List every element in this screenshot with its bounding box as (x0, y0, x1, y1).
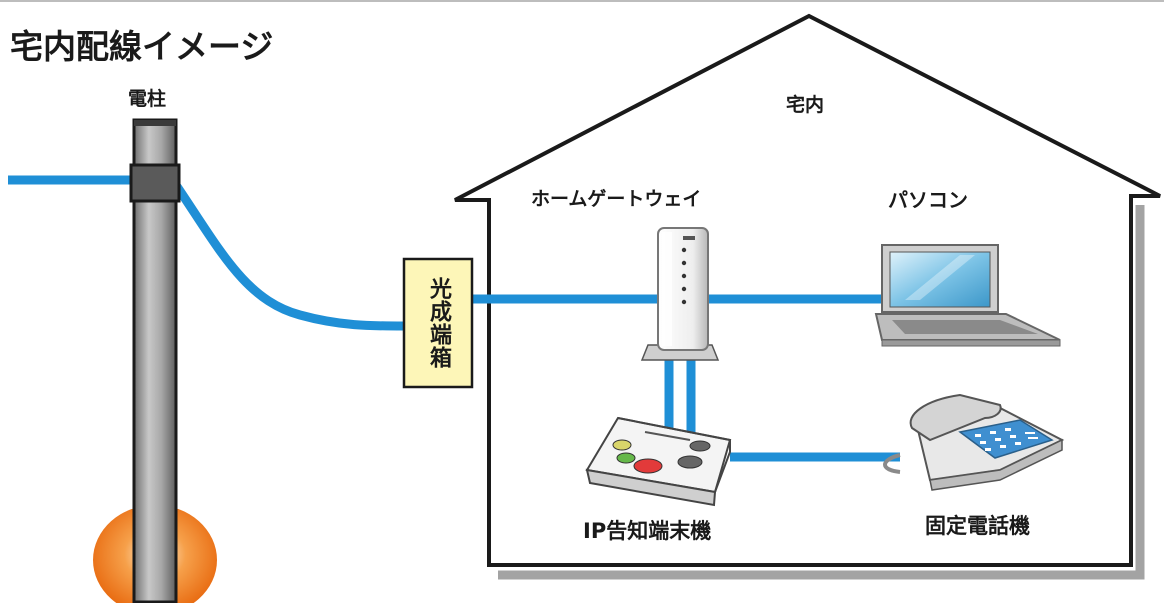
pole-label: 電柱 (128, 88, 167, 110)
house-label: 宅内 (786, 94, 825, 116)
landline-telephone-icon (883, 393, 1065, 491)
cables (8, 175, 900, 462)
optical-box-label-wrap: 光成端箱 (404, 259, 472, 387)
ip-terminal-label: IP告知端末機 (583, 519, 712, 543)
home-gateway-router-icon (640, 227, 720, 361)
utility-pole-icon (129, 118, 181, 603)
pole-band (129, 163, 181, 203)
diagram-title: 宅内配線イメージ (10, 27, 274, 66)
pc-label: パソコン (888, 188, 968, 212)
phone-label: 固定電話機 (925, 514, 1030, 538)
drop-cable (172, 182, 405, 331)
laptop-computer-icon (874, 244, 1061, 347)
ip-notification-terminal-icon (585, 416, 732, 507)
optical-box-label: 光成端箱 (426, 277, 451, 369)
gateway-label: ホームゲートウェイ (531, 188, 702, 210)
house-shadow (498, 205, 1145, 580)
optical-termination-box (402, 257, 474, 389)
